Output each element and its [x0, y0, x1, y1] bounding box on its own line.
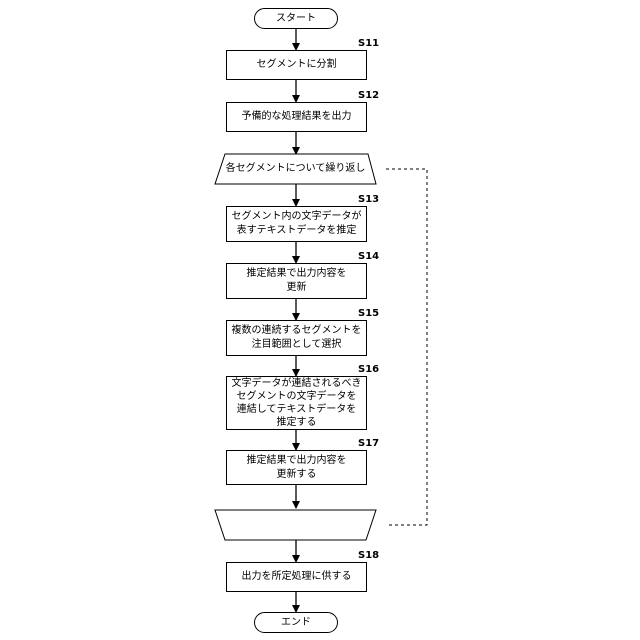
step-s15: 複数の連続するセグメントを 注目範囲として選択: [226, 320, 367, 356]
step-s17: 推定結果で出力内容を 更新する: [226, 450, 367, 485]
step-s13: セグメント内の文字データが 表すテキストデータを推定: [226, 206, 367, 242]
step-id-s12: S12: [358, 90, 379, 102]
step-id-s11: S11: [358, 38, 379, 50]
end-terminal: エンド: [254, 612, 338, 633]
loop-dashed-connector: [386, 169, 427, 525]
step-s16: 文字データが連結されるべき セグメントの文字データを 連結してテキストデータを …: [226, 376, 367, 430]
step-id-s17: S17: [358, 438, 379, 450]
start-terminal: スタート: [254, 8, 338, 29]
step-id-s13: S13: [358, 194, 379, 206]
step-s14: 推定結果で出力内容を 更新: [226, 263, 367, 299]
step-s18: 出力を所定処理に供する: [226, 562, 367, 592]
step-s11: セグメントに分割: [226, 50, 367, 80]
step-s12: 予備的な処理結果を出力: [226, 102, 367, 132]
step-id-s15: S15: [358, 308, 379, 320]
step-id-s14: S14: [358, 251, 379, 263]
loop-end-label: [215, 510, 376, 540]
step-id-s16: S16: [358, 364, 379, 376]
step-id-s18: S18: [358, 550, 379, 562]
loop-start-label: 各セグメントについて繰り返し: [215, 154, 376, 184]
